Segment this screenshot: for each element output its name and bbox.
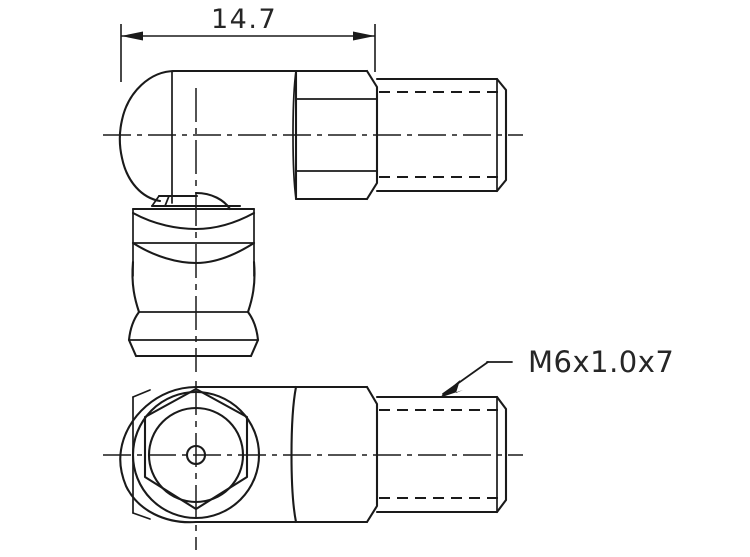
body-flat-marker-bottom [132,512,151,520]
threaded-stud-bottom-view [375,395,508,514]
dimension-arrow-left [121,31,143,41]
elbow-nose-outline [118,69,177,203]
threaded-stud-top-view [375,77,508,193]
stem-chamfer-arc-lower-right [194,241,256,265]
overall-length-dimension [120,24,376,82]
stem-skirt-right [246,310,260,342]
stem-chamfer-arc-lower-left [131,241,198,265]
hex-bv-right-profile [365,385,379,524]
elbow-shoulder-inner-edge [164,195,170,207]
stem-waist-right [246,260,256,314]
vertical-stem-top-view [127,207,260,358]
middle-ring-circle [147,406,245,504]
stem-waist-left [131,260,141,314]
dimension-value-text: 14.7 [211,4,277,35]
thread-callout-text: M6x1.0x7 [528,345,674,379]
hex-right-profile [365,69,379,201]
body-outer-circle [119,385,198,524]
body-flat-marker-top [132,389,151,398]
center-hole-circle [185,444,207,466]
stem-chamfer-arc-upper-right [194,211,256,231]
thread-specification-callout [439,361,513,398]
stud-end-chamfer [495,77,508,193]
elbow-shoulder-left-edge [151,195,160,207]
stem-skirt-right-taper [249,338,260,358]
stud-bv-end-chamfer [495,395,508,514]
stem-skirt-left [127,310,141,342]
hex-left-curve [292,70,297,200]
hex-nut-top-view [292,69,379,201]
callout-arrowhead [439,380,463,398]
stem-chamfer-arc-upper-left [131,211,198,231]
stem-skirt-left-taper [127,338,138,358]
dimension-arrow-right [353,31,375,41]
bottom-end-view [103,381,523,550]
hex-nut-bottom-view [290,385,379,524]
side-elevation-view [103,69,523,372]
hex-bv-left-curve [290,385,298,524]
